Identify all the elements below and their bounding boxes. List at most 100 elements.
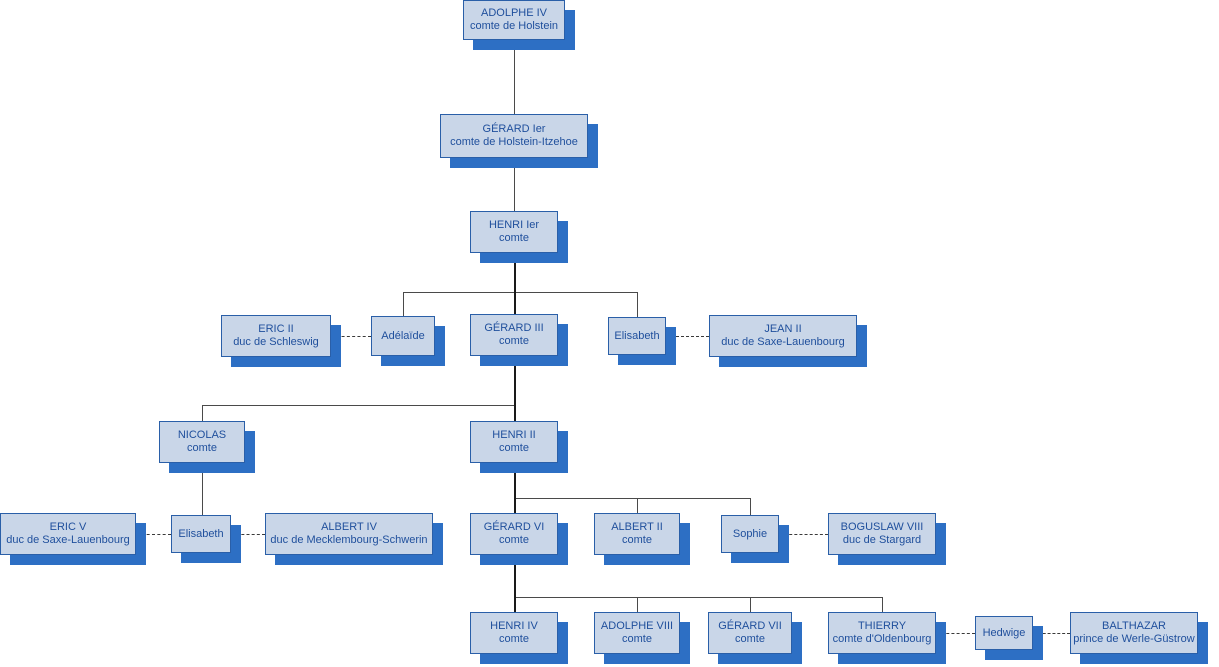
connector-drop-henri4: [514, 597, 516, 612]
person-title: duc de Mecklembourg-Schwerin: [270, 534, 428, 546]
connector-henri1-down: [514, 253, 516, 292]
person-title: comte: [499, 442, 529, 454]
person-name: ERIC II: [258, 323, 294, 335]
person-node-hedwige[interactable]: Hedwige: [975, 616, 1043, 660]
person-title: comte: [622, 534, 652, 546]
connector-henri2-children-bar: [514, 498, 750, 499]
person-title: comte: [499, 335, 529, 347]
connector-nicolas-down: [202, 463, 203, 515]
person-name: Elisabeth: [614, 329, 660, 342]
person-title: comte: [622, 633, 652, 645]
person-name: Sophie: [732, 527, 768, 540]
person-node-adelaide[interactable]: Adélaïde: [371, 316, 445, 366]
node-box[interactable]: Sophie: [721, 515, 779, 553]
connector-drop-nicolas: [202, 405, 203, 421]
person-name: ALBERT IV: [321, 521, 377, 533]
connector-drop-sophie: [750, 498, 751, 515]
person-title: comte de Holstein-Itzehoe: [450, 136, 578, 148]
person-name: ADOLPHE VIII: [600, 620, 674, 632]
person-name: HENRI Ier: [488, 219, 540, 231]
node-box[interactable]: Hedwige: [975, 616, 1033, 650]
person-title: duc de Schleswig: [233, 336, 319, 348]
connector-drop-adelaide: [403, 292, 404, 316]
person-name: GÉRARD III: [484, 322, 544, 334]
connector-adolphe4-to-gerard1: [514, 40, 515, 114]
connector-gerard3-down: [514, 356, 516, 405]
person-name: NICOLAS: [177, 429, 227, 441]
person-title: comte: [499, 633, 529, 645]
person-name: Hedwige: [982, 626, 1026, 639]
person-title: duc de Saxe-Lauenbourg: [721, 336, 845, 348]
connector-drop-adolphe8: [637, 597, 638, 612]
connector-drop-thierry: [882, 597, 883, 612]
person-node-elisabeth1[interactable]: Elisabeth: [608, 317, 676, 365]
connector-gerard3-children-bar: [202, 405, 514, 406]
connector-drop-elisabeth1: [637, 292, 638, 317]
node-box[interactable]: Elisabeth: [171, 515, 231, 553]
person-name: Adélaïde: [381, 329, 425, 342]
node-box[interactable]: Elisabeth: [608, 317, 666, 355]
marriage-link-eric2-adelaide: [331, 336, 371, 337]
connector-drop-gerard3: [514, 292, 516, 314]
person-title: comte: [735, 633, 765, 645]
person-title: comte de Holstein: [469, 20, 559, 32]
marriage-link-eric5-elisabeth2: [136, 534, 171, 535]
person-name: ERIC V: [49, 521, 87, 533]
person-title: duc de Stargard: [842, 534, 922, 546]
person-name: ADOLPHE IV: [480, 7, 548, 19]
person-name: BALTHAZAR: [1102, 620, 1166, 632]
person-node-elisabeth2[interactable]: Elisabeth: [171, 515, 241, 563]
connector-drop-gerard7: [750, 597, 751, 612]
connector-drop-albert2: [637, 498, 638, 513]
node-box[interactable]: Adélaïde: [371, 316, 435, 356]
marriage-link-thierry-hedwige: [936, 633, 975, 634]
person-name: HENRI IV: [490, 620, 538, 632]
person-node-sophie[interactable]: Sophie: [721, 515, 789, 563]
connector-drop-gerard6: [514, 498, 516, 513]
person-title: prince de Werle-Güstrow: [1073, 633, 1195, 645]
person-name: ALBERT II: [611, 521, 663, 533]
marriage-link-elisabeth1-jean2: [666, 336, 709, 337]
person-title: comte: [187, 442, 217, 454]
connector-gerard6-children-bar: [514, 597, 882, 598]
marriage-link-sophie-boguslaw8: [779, 534, 828, 535]
connector-henri2-down: [514, 463, 516, 498]
person-title: comte d'Oldenbourg: [832, 633, 932, 645]
